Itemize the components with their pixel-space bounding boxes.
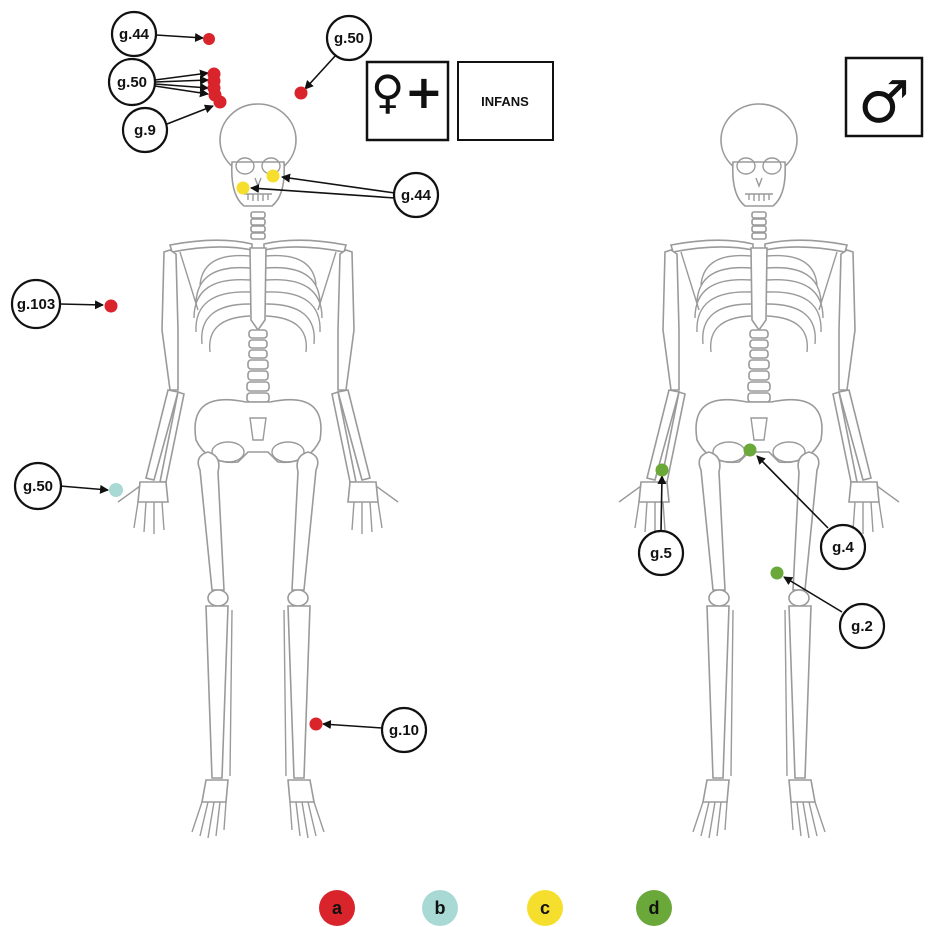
left-skeleton <box>118 104 398 838</box>
female-uncertain-symbol-box: ♀+ <box>367 62 448 140</box>
dot-c <box>237 182 250 195</box>
label-text: g.44 <box>401 187 432 204</box>
label-text: g.9 <box>134 122 156 139</box>
dot-b <box>109 483 123 497</box>
arrow <box>156 35 203 38</box>
male-icon: ♂ <box>858 68 910 136</box>
arrow <box>167 106 213 124</box>
label-text: g.50 <box>334 30 364 47</box>
legend-label: c <box>540 898 550 918</box>
label-g50-cranium: g.50 <box>109 59 155 105</box>
arrow <box>60 304 103 305</box>
label-g44-clavicle: g.44 <box>394 173 438 217</box>
label-g9: g.9 <box>123 108 167 152</box>
label-text: g.50 <box>23 478 53 495</box>
dot-a <box>214 96 227 109</box>
legend-item-b: b <box>422 890 458 926</box>
arrow <box>60 486 108 490</box>
label-g5: g.5 <box>639 531 683 575</box>
label-g44-cranium: g.44 <box>112 12 156 56</box>
dot-c <box>267 170 280 183</box>
label-text: g.10 <box>389 722 419 739</box>
label-text: g.4 <box>832 539 854 556</box>
legend-item-d: d <box>636 890 672 926</box>
label-g50-temporal: g.50 <box>327 16 371 60</box>
legend-item-c: c <box>527 890 563 926</box>
dot-d <box>744 444 757 457</box>
label-g4: g.4 <box>821 525 865 569</box>
label-g2: g.2 <box>840 604 884 648</box>
dot-a <box>310 718 323 731</box>
label-g50-hand: g.50 <box>15 463 61 509</box>
arrow <box>323 724 382 728</box>
arrow <box>155 73 208 80</box>
label-text: g.2 <box>851 618 873 635</box>
label-text: g.50 <box>117 74 147 91</box>
label-g103: g.103 <box>12 280 60 328</box>
arrow <box>661 476 662 532</box>
label-g10: g.10 <box>382 708 426 752</box>
dot-d <box>771 567 784 580</box>
label-text: g.5 <box>650 545 672 562</box>
dot-a <box>295 87 308 100</box>
male-symbol-box: ♂ <box>846 58 922 136</box>
legend-label: d <box>649 898 660 918</box>
legend: a b c d <box>319 890 672 926</box>
legend-label: b <box>435 898 446 918</box>
dot-d <box>656 464 669 477</box>
label-text: g.44 <box>119 26 150 43</box>
label-text: g.103 <box>17 296 55 313</box>
infans-label: INFANS <box>481 94 529 109</box>
legend-item-a: a <box>319 890 355 926</box>
arrow <box>305 55 336 89</box>
legend-label: a <box>332 898 343 918</box>
dot-a <box>105 300 118 313</box>
female-uncertain-icon: ♀+ <box>371 65 443 119</box>
dot-a <box>203 33 215 45</box>
infans-box: INFANS <box>458 62 553 140</box>
arrow <box>155 80 208 82</box>
